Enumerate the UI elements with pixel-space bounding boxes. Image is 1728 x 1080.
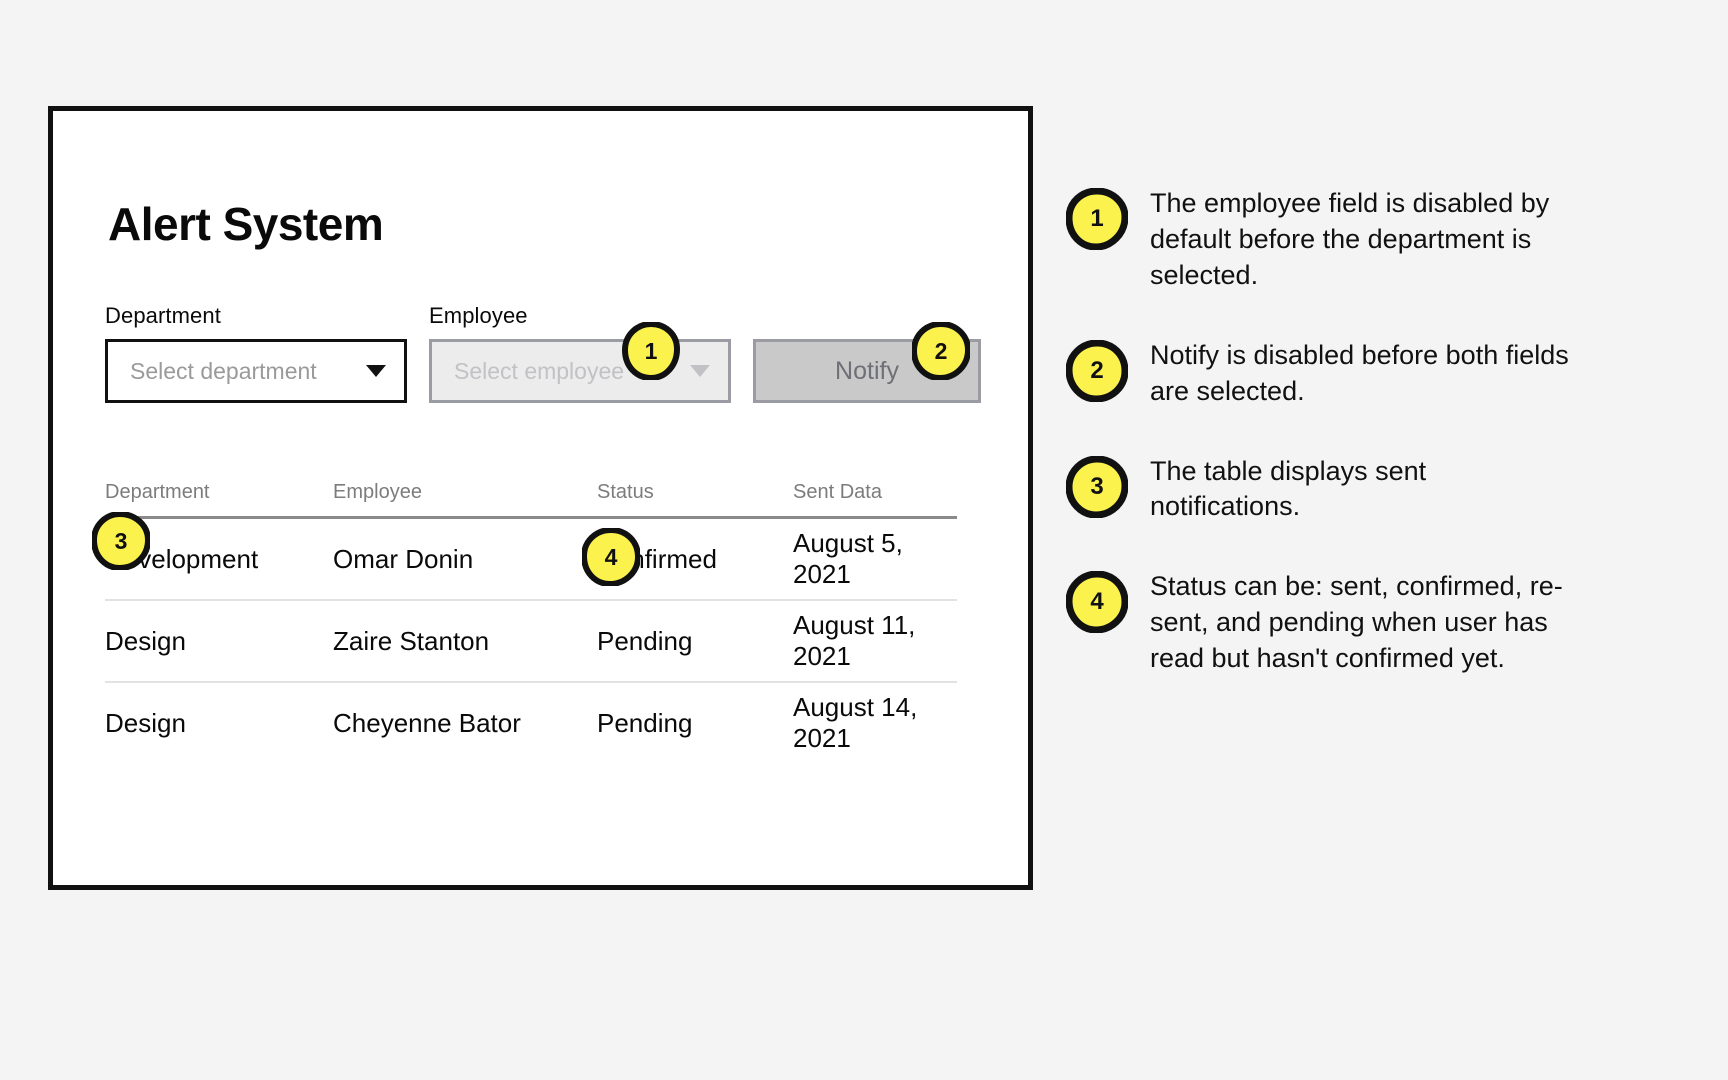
callout-marker-number: 2 xyxy=(934,337,948,364)
annotation-badge-number: 3 xyxy=(1090,472,1104,500)
callout-marker-2: 2 xyxy=(912,322,970,380)
cell-sent-data: August 14, 2021 xyxy=(793,692,918,753)
annotation-item-1: 1 The employee field is disabled by defa… xyxy=(1066,186,1666,294)
mockup-card: Alert System Department Select departmen… xyxy=(48,106,1033,890)
cell-sent-data: August 5, 2021 xyxy=(793,528,903,589)
employee-select: Select employee xyxy=(429,339,731,403)
annotation-badge-3: 3 xyxy=(1066,455,1128,518)
annotation-item-3: 3 The table displays sent notifications. xyxy=(1066,454,1666,526)
cell-status: Pending xyxy=(597,707,693,738)
callout-marker-number: 4 xyxy=(604,543,618,570)
department-select[interactable]: Select department xyxy=(105,339,407,403)
annotation-badge-1: 1 xyxy=(1066,188,1128,250)
cell-employee: Cheyenne Bator xyxy=(333,707,521,738)
callout-marker-number: 3 xyxy=(114,527,128,554)
callout-marker-3: 3 xyxy=(92,512,150,570)
cell-department: Design xyxy=(105,707,186,738)
cell-status: Pending xyxy=(597,625,693,656)
column-header-department: Department xyxy=(105,481,210,503)
column-header-sent-data: Sent Data xyxy=(793,481,882,503)
cell-employee: Omar Donin xyxy=(333,543,474,574)
table-row[interactable]: Design Cheyenne Bator Pending August 14,… xyxy=(105,683,957,763)
callout-marker-number: 1 xyxy=(644,337,658,364)
annotation-text: Status can be: sent, confirmed, re-sent,… xyxy=(1150,571,1563,674)
annotation-text: The table displays sent notifications. xyxy=(1150,455,1427,522)
department-placeholder: Select department xyxy=(130,357,317,384)
annotation-badge-number: 1 xyxy=(1090,205,1104,232)
annotation-badge-2: 2 xyxy=(1066,339,1128,402)
table-row[interactable]: Development Omar Donin Confirmed August … xyxy=(105,519,957,601)
annotation-panel: 1 The employee field is disabled by defa… xyxy=(1066,186,1666,721)
callout-marker-1: 1 xyxy=(622,322,680,380)
employee-placeholder: Select employee xyxy=(454,357,625,384)
annotation-item-4: 4 Status can be: sent, confirmed, re-sen… xyxy=(1066,569,1666,677)
column-header-status: Status xyxy=(597,481,654,503)
department-field-group: Department Select department xyxy=(105,303,407,403)
employee-field-group: Employee Select employee xyxy=(429,303,731,403)
annotation-text: Notify is disabled before both fields ar… xyxy=(1150,339,1569,406)
cell-sent-data: August 11, 2021 xyxy=(793,610,916,671)
filter-form: Department Select department Employee Se… xyxy=(105,303,981,403)
department-label: Department xyxy=(105,303,221,328)
cell-employee: Zaire Stanton xyxy=(333,625,490,656)
column-header-employee: Employee xyxy=(333,481,422,503)
annotation-badge-number: 2 xyxy=(1090,356,1104,384)
chevron-down-icon xyxy=(366,365,386,377)
table-header-row: Department Employee Status Sent Data xyxy=(105,481,957,519)
notifications-table: Department Employee Status Sent Data Dev… xyxy=(105,481,957,763)
table-row[interactable]: Design Zaire Stanton Pending August 11, … xyxy=(105,601,957,683)
page-title: Alert System xyxy=(108,198,384,250)
callout-marker-4: 4 xyxy=(582,528,640,586)
annotation-item-2: 2 Notify is disabled before both fields … xyxy=(1066,338,1666,410)
chevron-down-icon xyxy=(690,365,710,377)
employee-label: Employee xyxy=(429,303,528,328)
annotation-badge-4: 4 xyxy=(1066,571,1128,634)
annotation-badge-number: 4 xyxy=(1090,588,1104,616)
cell-department: Design xyxy=(105,625,186,656)
annotation-text: The employee field is disabled by defaul… xyxy=(1150,188,1550,290)
